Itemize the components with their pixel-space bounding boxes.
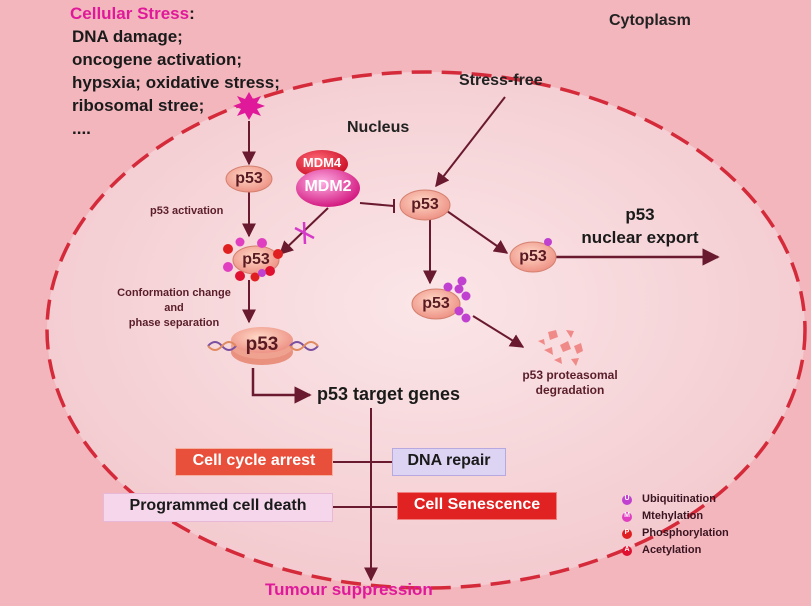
legend-acetylation: Acetylation <box>642 544 702 556</box>
stress-line-2: oncogene activation; <box>72 50 243 69</box>
p53-label-stressfree: p53 <box>411 196 439 213</box>
legend-m-letter: M <box>624 512 630 519</box>
mdm2-label: MDM2 <box>304 178 352 195</box>
p53-activation-label: p53 activation <box>150 205 224 217</box>
ubiquitin-chain <box>443 238 552 323</box>
conformation-line-2: and <box>164 302 184 314</box>
p53-protein-ubiquitinated <box>411 288 461 320</box>
legend-p-letter: P <box>624 529 630 536</box>
p53-label-phase: p53 <box>245 334 279 355</box>
conformation-line-1: Conformation change <box>117 287 231 299</box>
degradation-line-1: p53 proteasomal <box>522 368 618 382</box>
p53-protein-top <box>225 165 273 193</box>
dna-helix-icon <box>207 341 319 351</box>
legend-markers <box>622 495 632 556</box>
target-genes-label: p53 target genes <box>317 384 461 404</box>
cell-cycle-arrest-box: Cell cycle arrest <box>175 448 333 476</box>
arrow-to-target-genes <box>251 368 312 404</box>
stress-line-3: hypsxia; oxidative stress; <box>72 73 280 92</box>
p53-protein-stressfree <box>399 189 451 221</box>
stress-free-label: Stress-free <box>459 72 543 89</box>
mdm4-label: MDM4 <box>302 155 342 170</box>
inhibition-mdm2-p53 <box>359 202 395 207</box>
legend-phosphorylation: Phosphorylation <box>642 527 729 539</box>
nucleus-label: Nucleus <box>347 119 410 136</box>
export-line-2: nuclear export <box>581 228 699 247</box>
degraded-fragments <box>538 330 583 366</box>
dna-repair-box: DNA repair <box>392 448 506 476</box>
inhibition-cross-b <box>302 221 307 245</box>
tumour-suppression-label: Tumour suppression <box>265 580 433 599</box>
arrow-p53-to-export <box>446 210 509 254</box>
legend-u-letter: U <box>624 495 630 502</box>
mdm2-protein <box>296 169 360 207</box>
cell-senescence-box: Cell Senescence <box>397 492 557 520</box>
arrow-to-degradation <box>472 315 525 348</box>
stress-burst-icon <box>233 92 265 120</box>
programmed-cell-death-box: Programmed cell death <box>103 493 333 522</box>
legend-methylation: Mtehylation <box>642 510 704 522</box>
degradation-line-2: degradation <box>535 383 605 397</box>
p53-protein-export <box>509 241 557 273</box>
p53-label-top: p53 <box>235 170 263 187</box>
p53-label-ubiquitinated: p53 <box>422 295 450 312</box>
legend-a-letter: A <box>624 546 630 553</box>
stress-line-5: .... <box>72 119 91 138</box>
cytoplasm-label: Cytoplasm <box>609 12 691 29</box>
legend-ubiquitination: Ubiquitination <box>642 493 716 505</box>
p53-phase-condensate <box>231 327 293 365</box>
p53-label-activated: p53 <box>242 251 270 268</box>
stress-line-1: DNA damage; <box>72 27 183 46</box>
export-line-1: p53 <box>625 205 655 224</box>
modification-dots <box>223 237 283 282</box>
conformation-line-3: phase separation <box>128 317 220 329</box>
p53-label-export: p53 <box>519 248 547 265</box>
stress-line-4: ribosomal stree; <box>72 96 205 115</box>
arrow-stressfree-to-p53 <box>435 96 506 188</box>
cellular-stress-title: Cellular Stress: <box>70 4 195 23</box>
